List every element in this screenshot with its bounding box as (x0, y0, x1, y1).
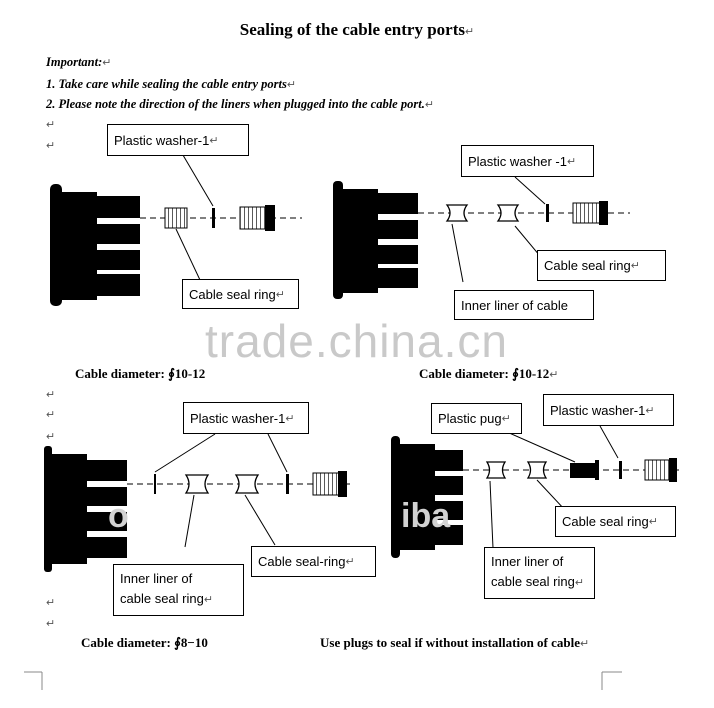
label-cable-seal-ring: Cable seal-ring↵ (251, 546, 376, 577)
cable-seal-ring (164, 207, 188, 229)
caption-diagram-1: Cable diameter: ∮10-12 (75, 366, 206, 381)
paragraph-mark: ↵ (46, 119, 56, 131)
paragraph-mark: ↵ (46, 389, 56, 401)
watermark-fragment: iba (401, 497, 451, 535)
plastic-washer (212, 208, 215, 228)
important-item-2: 2. Please note the direction of the line… (46, 97, 435, 111)
label-inner-liner: Inner liner of cable (454, 290, 594, 320)
important-heading: Important:↵ (46, 55, 112, 69)
plastic-plug (570, 463, 597, 478)
label-cable-seal-ring: Cable seal ring↵ (555, 506, 676, 537)
diagram-4 (391, 425, 680, 558)
label-plastic-washer: Plastic washer-1↵ (183, 402, 309, 434)
port-body (50, 184, 62, 306)
label-cable-seal-ring: Cable seal ring↵ (182, 279, 299, 309)
paragraph-mark: ↵ (46, 431, 56, 443)
paragraph-mark: ↵ (46, 140, 56, 152)
caption-diagram-3: Cable diameter: ∮8−10 (81, 635, 208, 650)
diagram-2 (333, 176, 630, 299)
paragraph-mark: ↵ (46, 597, 56, 609)
label-plastic-washer: Plastic washer-1↵ (107, 124, 249, 156)
important-item-1: 1. Take care while sealing the cable ent… (46, 77, 297, 91)
label-plastic-plug: Plastic pug↵ (431, 403, 522, 434)
label-plastic-washer: Plastic washer-1↵ (543, 394, 674, 426)
paragraph-mark: ↵ (46, 409, 56, 421)
caption-diagram-2: Cable diameter: ∮10-12↵ (419, 366, 559, 381)
diagram-1 (50, 149, 302, 306)
label-plastic-washer: Plastic washer -1↵ (461, 145, 594, 177)
paragraph-mark: ↵ (46, 618, 56, 630)
watermark-fragment: o (108, 497, 129, 535)
page-title: Sealing of the cable entry ports↵ (239, 20, 475, 39)
watermark: trade.china.cn (205, 315, 508, 367)
diagram-3 (44, 433, 350, 572)
label-cable-seal-ring: Cable seal ring↵ (537, 250, 666, 281)
caption-diagram-4: Use plugs to seal if without installatio… (320, 635, 590, 650)
